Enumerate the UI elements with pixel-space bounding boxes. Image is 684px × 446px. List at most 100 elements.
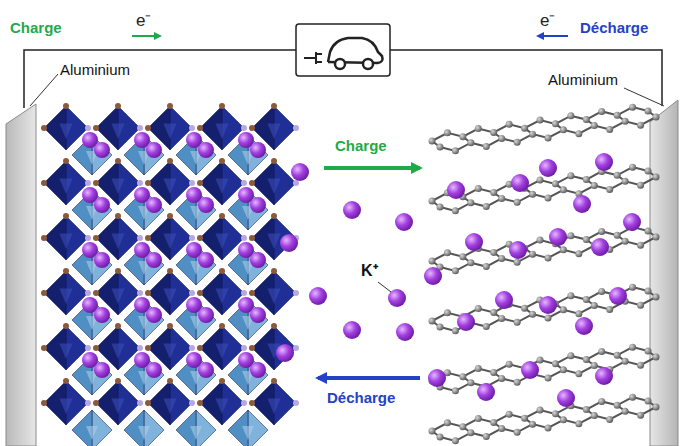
k-ion <box>309 287 327 305</box>
atom <box>241 345 247 351</box>
carbon-atom <box>475 125 482 132</box>
carbon-atom <box>606 126 613 133</box>
carbon-atom <box>567 352 574 359</box>
carbon-atom <box>598 288 605 295</box>
charge-label: Charge <box>10 20 62 37</box>
atom <box>137 345 143 351</box>
k-ion <box>595 367 613 385</box>
atom <box>197 235 203 241</box>
carbon-atom <box>653 294 660 301</box>
carbon-atom <box>545 255 552 262</box>
carbon-atom <box>467 199 474 206</box>
octahedron <box>163 179 176 194</box>
atom <box>115 158 121 164</box>
carbon-atom <box>583 116 590 123</box>
circuit-wire <box>24 50 662 108</box>
graphene-sheet <box>440 357 656 391</box>
atom <box>271 213 277 219</box>
carbon-atom <box>506 361 513 368</box>
carbon-atom <box>560 246 567 253</box>
atom <box>63 323 69 329</box>
atom <box>137 235 143 241</box>
discharge-arrow <box>318 376 420 380</box>
potassium-ions <box>276 153 641 407</box>
atom <box>93 180 99 186</box>
carbon-atom <box>490 369 497 376</box>
carbon-atom <box>467 379 474 386</box>
carbon-atom <box>645 398 652 405</box>
octahedron <box>215 234 228 249</box>
k-ion <box>573 195 591 213</box>
carbon-atom <box>622 358 629 365</box>
carbon-atom <box>629 164 636 171</box>
leader-line <box>378 282 391 292</box>
carbon-atom <box>437 434 444 441</box>
carbon-atom <box>606 186 613 193</box>
carbon-atom <box>653 174 660 181</box>
carbon-atom <box>583 176 590 183</box>
octahedron <box>111 289 124 304</box>
carbon-atom <box>645 108 652 115</box>
k-ion <box>94 252 110 268</box>
carbon-atom <box>514 379 521 386</box>
octahedron <box>59 399 72 414</box>
atom <box>219 268 225 274</box>
carbon-atom <box>537 407 544 414</box>
atom <box>219 378 225 384</box>
car-icon <box>296 24 390 76</box>
k-ion <box>575 317 593 335</box>
carbon-atom <box>653 354 660 361</box>
graphene-sheet <box>440 177 656 211</box>
carbon-atom <box>498 255 505 262</box>
carbon-atom <box>459 423 466 430</box>
carbon-atom <box>498 375 505 382</box>
atom <box>85 180 91 186</box>
carbon-atom <box>545 425 552 432</box>
carbon-atom <box>645 288 652 295</box>
atom <box>219 213 225 219</box>
atom <box>167 103 173 109</box>
carbon-atom <box>490 129 497 136</box>
k-ion <box>609 287 627 305</box>
atom <box>189 400 195 406</box>
carbon-atom <box>629 104 636 111</box>
carbon-atom <box>622 408 629 415</box>
carbon-atom <box>467 139 474 146</box>
carbon-atom <box>467 429 474 436</box>
carbon-atom <box>537 177 544 184</box>
atom <box>63 103 69 109</box>
atom <box>167 378 173 384</box>
octahedron <box>215 179 228 194</box>
carbon-atom <box>552 120 559 127</box>
carbon-atom <box>506 411 513 418</box>
atom <box>293 290 299 296</box>
atom <box>241 235 247 241</box>
k-ion <box>511 174 529 192</box>
atom <box>197 290 203 296</box>
discharge-label: Décharge <box>580 20 648 37</box>
octahedron <box>163 344 176 359</box>
octahedron <box>59 179 72 194</box>
octahedron <box>59 289 72 304</box>
atom <box>241 400 247 406</box>
carbon-atom <box>444 249 451 256</box>
carbon-atom <box>552 360 559 367</box>
atom <box>241 125 247 131</box>
atom <box>93 400 99 406</box>
atom <box>197 345 203 351</box>
carbon-atom <box>591 182 598 189</box>
carbon-atom <box>629 344 636 351</box>
k-ion <box>280 234 298 252</box>
atom <box>271 158 277 164</box>
octahedron <box>215 289 228 304</box>
atom <box>41 345 47 351</box>
k-ion <box>250 362 266 378</box>
atom <box>85 290 91 296</box>
k-ion <box>198 362 214 378</box>
carbon-atom <box>637 302 644 309</box>
carbon-atom <box>575 310 582 317</box>
atom <box>167 268 173 274</box>
carbon-atom <box>452 327 459 334</box>
k-ion <box>623 213 641 231</box>
carbon-atom <box>429 198 436 205</box>
